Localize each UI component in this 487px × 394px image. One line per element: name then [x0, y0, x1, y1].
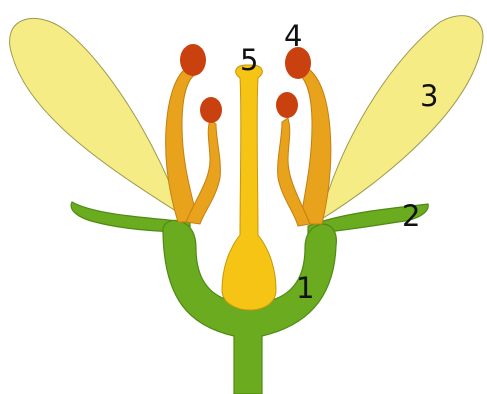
- outer-left-anther: [180, 44, 206, 76]
- label-stamen: 4: [284, 19, 302, 53]
- left-petal: [10, 18, 182, 215]
- right-petal: [320, 16, 483, 220]
- inner-right-anther: [276, 92, 298, 118]
- pistil: [222, 65, 276, 310]
- label-petal: 3: [420, 79, 438, 113]
- label-receptacle: 1: [296, 271, 314, 305]
- label-pistil: 5: [240, 43, 258, 77]
- outer-right-filament: [298, 66, 331, 224]
- label-sepal: 2: [402, 199, 420, 233]
- inner-left-anther: [200, 97, 222, 123]
